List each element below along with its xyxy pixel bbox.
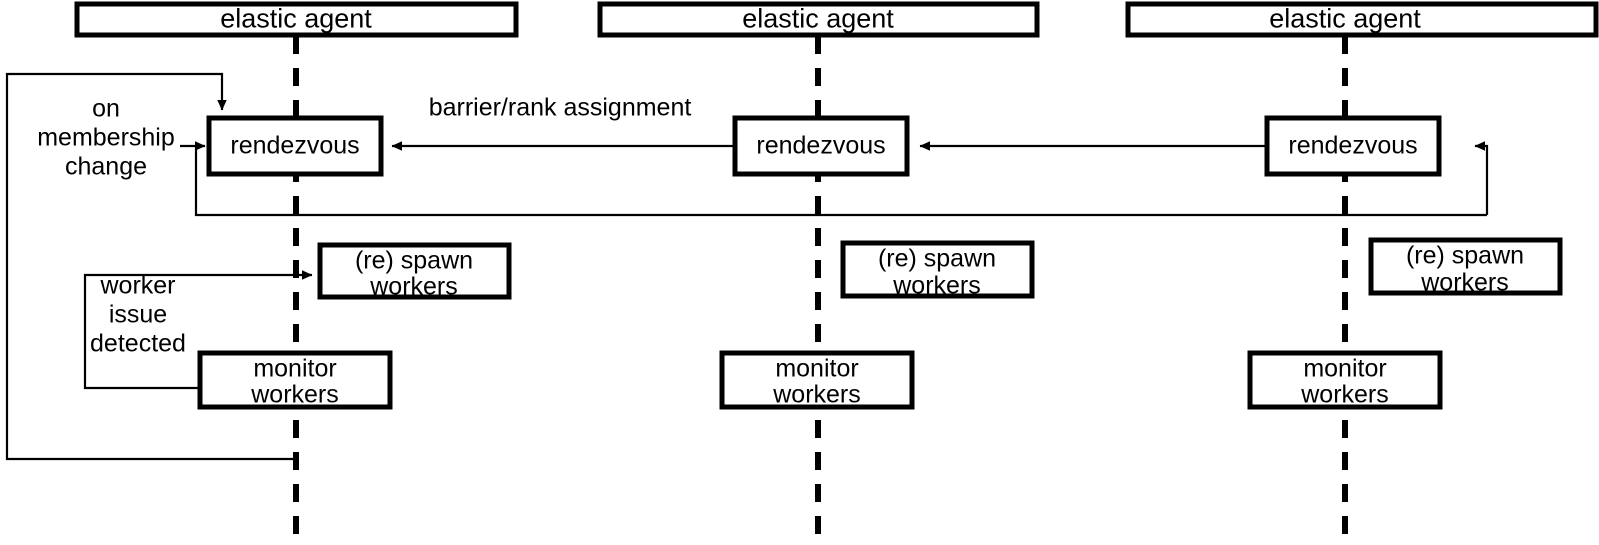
spawn-workers-label-2-line1: (re) spawn <box>878 245 996 273</box>
spawn-workers-label-1-line1: (re) spawn <box>355 247 473 275</box>
monitor-workers-label-1-line1: monitor <box>253 355 336 383</box>
spawn-workers-box-2[interactable]: (re) spawn workers <box>840 240 1035 300</box>
rendezvous-box-3[interactable]: rendezvous <box>1264 115 1442 177</box>
rendezvous-box-1[interactable]: rendezvous <box>206 115 384 177</box>
elastic-agent-box-1[interactable]: elastic agent <box>74 1 519 38</box>
spawn-workers-label-3-line2: workers <box>1420 269 1509 297</box>
monitor-workers-rect-2 <box>719 350 915 410</box>
monitor-workers-box-3[interactable]: monitor workers <box>1247 350 1443 410</box>
connector-worker-issue-detected <box>83 270 313 390</box>
monitor-workers-label-3-line1: monitor <box>1303 355 1386 383</box>
lane-1-group: elastic agent rendezvous (re) spawn work… <box>74 1 519 410</box>
spawn-workers-rect-1 <box>317 242 512 300</box>
elastic-agent-label-3: elastic agent <box>1269 4 1421 34</box>
worker-issue-detected-label-line2: issue <box>109 301 167 329</box>
monitor-workers-label-1-line2: workers <box>250 381 339 409</box>
elastic-agent-label-2: elastic agent <box>742 4 894 34</box>
elastic-agent-rect-1 <box>74 1 519 38</box>
monitor-workers-label-3-line2: workers <box>1300 381 1389 409</box>
spawn-workers-rect-2 <box>840 240 1035 299</box>
connector-rendezvous-return-bus <box>194 146 1487 217</box>
barrier-rank-assignment-label: barrier/rank assignment <box>429 94 692 122</box>
elastic-agent-box-3[interactable]: elastic agent <box>1125 1 1599 38</box>
spawn-workers-label-1-line2: workers <box>369 273 458 301</box>
on-membership-change-label-line2: membership <box>37 124 175 152</box>
lifelines-group <box>293 36 1348 542</box>
rendezvous-box-2[interactable]: rendezvous <box>732 115 910 177</box>
rendezvous-label-3: rendezvous <box>1288 132 1417 160</box>
spawn-workers-box-3[interactable]: (re) spawn workers <box>1368 237 1563 297</box>
rendezvous-rect-1 <box>206 115 384 177</box>
monitor-workers-rect-3 <box>1247 350 1443 410</box>
spawn-workers-label-2-line2: workers <box>892 272 981 300</box>
elastic-agent-label-1: elastic agent <box>220 4 372 34</box>
connectors-group <box>5 72 1489 461</box>
worker-issue-detected-label-line1: worker <box>99 272 175 300</box>
rendezvous-label-2: rendezvous <box>756 132 885 160</box>
edge-labels-group: barrier/rank assignment on membership ch… <box>37 94 691 358</box>
worker-issue-detected-label-line3: detected <box>90 330 186 358</box>
monitor-workers-label-2-line1: monitor <box>775 355 858 383</box>
monitor-workers-box-2[interactable]: monitor workers <box>719 350 915 410</box>
elastic-agent-box-2[interactable]: elastic agent <box>597 1 1040 38</box>
rendezvous-rect-2 <box>732 115 910 177</box>
monitor-workers-box-1[interactable]: monitor workers <box>197 350 393 410</box>
elastic-agent-rect-3 <box>1125 1 1599 38</box>
lane-2-group: elastic agent rendezvous (re) spawn work… <box>597 1 1040 410</box>
spawn-workers-rect-3 <box>1368 237 1563 296</box>
connector-rendezvous-3-return-arrow <box>1474 141 1489 215</box>
spawn-workers-box-1[interactable]: (re) spawn workers <box>317 242 512 301</box>
monitor-workers-rect-1 <box>197 350 393 410</box>
connector-on-membership-change <box>5 72 296 461</box>
on-membership-change-label-line1: on <box>92 95 120 123</box>
rendezvous-rect-3 <box>1264 115 1442 177</box>
monitor-workers-label-2-line2: workers <box>772 381 861 409</box>
lane-3-group: elastic agent rendezvous (re) spawn work… <box>1125 1 1599 410</box>
elastic-agent-rect-2 <box>597 1 1040 38</box>
spawn-workers-label-3-line1: (re) spawn <box>1406 242 1524 270</box>
rendezvous-label-1: rendezvous <box>230 132 359 160</box>
on-membership-change-label-line3: change <box>65 153 147 181</box>
